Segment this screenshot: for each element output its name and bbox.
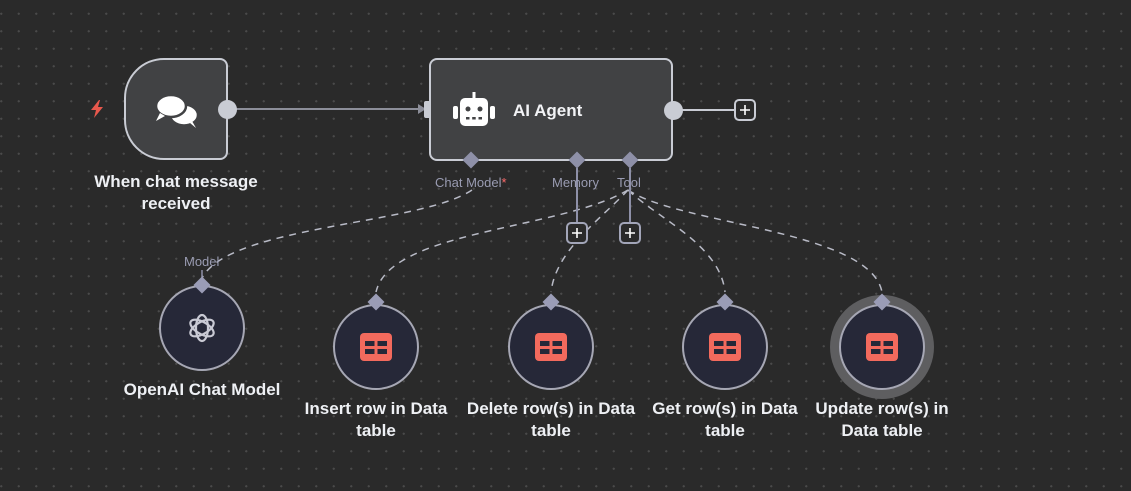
required-marker: * — [501, 175, 507, 190]
tool-label-line2: table — [705, 421, 745, 440]
add-tool-button[interactable] — [619, 222, 641, 244]
tool-connection-insert[interactable] — [375, 189, 629, 293]
tool-label-update: Update row(s) in Data table — [782, 398, 982, 442]
trigger-label-line2: received — [141, 194, 211, 213]
tool-label-line1: Get row(s) in Data — [652, 399, 798, 418]
plus-icon — [739, 104, 751, 116]
model-port-label: Model — [184, 254, 220, 269]
tool-connection-delete[interactable] — [550, 189, 629, 293]
openai-label: OpenAI Chat Model — [123, 380, 281, 399]
chat-trigger-node[interactable] — [124, 58, 228, 160]
data-table-icon — [708, 332, 742, 362]
robot-icon — [451, 92, 497, 128]
tool-label-line1: Update row(s) in — [815, 399, 949, 418]
lightning-bolt-icon — [88, 99, 106, 119]
plus-icon — [624, 227, 636, 239]
chat-model-connection[interactable] — [201, 189, 473, 279]
trigger-output-port[interactable] — [218, 100, 237, 119]
tool-node-update[interactable] — [839, 304, 925, 390]
chat-model-port-label: Chat Model* — [435, 175, 507, 190]
tool-label-line1: Insert row in Data — [304, 399, 448, 418]
tool-connection-get[interactable] — [627, 189, 726, 293]
data-table-icon — [359, 332, 393, 362]
tool-label-line2: table — [356, 421, 396, 440]
trigger-label: When chat message received — [76, 171, 276, 215]
tool-label-line1: Delete row(s) in Data — [466, 399, 636, 418]
chat-model-label-text: Chat Model — [435, 175, 502, 190]
openai-chat-model-node[interactable] — [159, 285, 245, 371]
tool-label-get: Get row(s) in Data table — [625, 398, 825, 442]
ai-agent-node[interactable]: AI Agent — [429, 58, 673, 161]
tool-node-get[interactable] — [682, 304, 768, 390]
agent-input-port[interactable] — [424, 101, 432, 118]
plus-icon — [571, 227, 583, 239]
tool-port-label: Tool — [617, 175, 641, 190]
data-table-icon — [865, 332, 899, 362]
tool-label-insert: Insert row in Data table — [276, 398, 476, 442]
data-table-icon — [534, 332, 568, 362]
tool-node-insert[interactable] — [333, 304, 419, 390]
agent-title: AI Agent — [513, 101, 583, 120]
tool-label-line2: table — [531, 421, 571, 440]
openai-icon — [185, 311, 219, 345]
tool-label-delete: Delete row(s) in Data table — [451, 398, 651, 442]
add-memory-button[interactable] — [566, 222, 588, 244]
tool-label-line2: Data table — [841, 421, 923, 440]
tool-connection-update[interactable] — [627, 189, 883, 293]
memory-port-label: Memory — [552, 175, 599, 190]
add-node-after-agent-button[interactable] — [734, 99, 756, 121]
trigger-label-line1: When chat message — [94, 172, 258, 191]
tool-node-delete[interactable] — [508, 304, 594, 390]
agent-output-port[interactable] — [664, 101, 683, 120]
connection-arrow — [418, 104, 426, 114]
chat-bubbles-icon — [154, 93, 200, 129]
